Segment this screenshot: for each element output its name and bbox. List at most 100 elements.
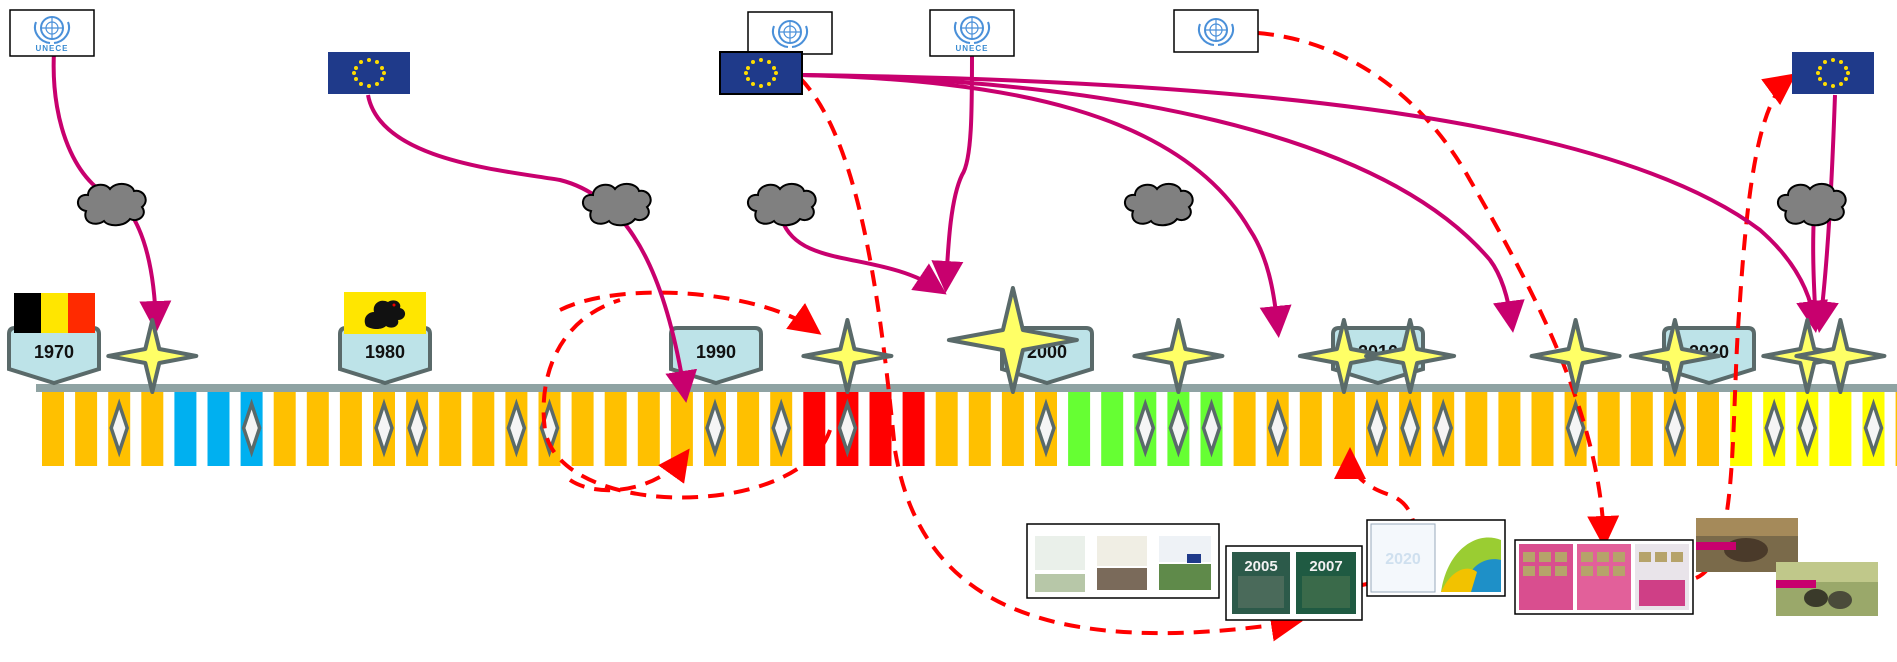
dashed-unece-to-2015-report-arrow xyxy=(1257,31,1620,548)
year-block-1979 xyxy=(339,392,362,466)
year-block-1986 xyxy=(571,392,594,466)
year-block-1998 xyxy=(968,392,991,466)
cloud-icon xyxy=(1123,182,1194,227)
cloud-icon xyxy=(581,182,652,227)
year-block-1970 xyxy=(42,392,64,466)
svg-text:UNECE: UNECE xyxy=(35,44,68,53)
arrow-cloud-2024 xyxy=(1811,214,1818,326)
decade-label: 1980 xyxy=(365,342,405,362)
svg-text:UNECE: UNECE xyxy=(955,44,988,53)
year-block-1987 xyxy=(604,392,627,466)
year-block-1995 xyxy=(869,392,892,466)
diamond-marker-1976 xyxy=(241,398,262,458)
flanders-lion-flag-icon xyxy=(344,292,426,334)
report-cover-2005-2007: 2005 2007 xyxy=(1225,545,1363,621)
diamond-marker-1994 xyxy=(837,398,858,458)
diamond-marker-2004 xyxy=(1168,398,1189,458)
year-block-1982 xyxy=(439,392,462,466)
year-block-1978 xyxy=(306,392,329,466)
star-milestone-1973 xyxy=(106,318,199,394)
diamond-marker-2005 xyxy=(1201,398,1222,458)
diamond-marker-2023 xyxy=(1797,398,1818,458)
year-block-1999 xyxy=(1001,392,1024,466)
cloud-icon xyxy=(1776,182,1847,227)
diamond-marker-1992 xyxy=(771,398,792,458)
dashed-eu-to-2005-report-arrow xyxy=(798,76,1303,642)
year-block-1988 xyxy=(637,392,660,466)
year-block-2006 xyxy=(1233,392,1256,466)
year-block-2014 xyxy=(1498,392,1521,466)
year-block-2026 xyxy=(1895,392,1897,466)
cloud-icon xyxy=(746,182,817,227)
year-block-2013 xyxy=(1465,392,1488,466)
star-milestone-2011 xyxy=(1364,318,1457,394)
year-block-2002 xyxy=(1101,392,1124,466)
year-block-2015 xyxy=(1531,392,1554,466)
un-emblem-logo xyxy=(747,11,833,55)
decade-label: 1990 xyxy=(696,342,736,362)
year-block-2017 xyxy=(1597,392,1620,466)
eu-flag-icon xyxy=(1792,52,1874,94)
year-block-1971 xyxy=(75,392,98,466)
year-block-1993 xyxy=(803,392,826,466)
report-cover-2020: 2020 xyxy=(1366,519,1506,597)
unece-logo: UNECE xyxy=(929,9,1015,57)
timeline-bar xyxy=(36,384,1897,392)
star-milestone-2004 xyxy=(1132,318,1225,394)
diamond-marker-1972 xyxy=(109,398,130,458)
diamond-marker-2003 xyxy=(1135,398,1156,458)
year-block-1996 xyxy=(902,392,925,466)
year-block-1974 xyxy=(174,392,197,466)
diamond-marker-2011 xyxy=(1400,398,1420,458)
cloud-icon xyxy=(76,182,147,227)
decade-tag-1990: 1990 xyxy=(669,326,763,386)
year-block-2020 xyxy=(1697,392,1719,466)
diamond-marker-2022 xyxy=(1764,398,1785,458)
arrow-eu-to-2009 xyxy=(801,73,1292,338)
year-block-1973 xyxy=(141,392,164,466)
report-cover-photo-ducks xyxy=(1776,562,1878,616)
year-block-1989 xyxy=(670,392,693,466)
report-cover-group-1 xyxy=(1026,523,1220,599)
year-block-2021 xyxy=(1730,392,1753,466)
star-milestone-2009 xyxy=(1297,318,1390,394)
dashed-loop-1990-lower-arrow xyxy=(541,298,832,500)
timeline-stars xyxy=(106,286,1887,394)
influence-arrows xyxy=(51,51,1839,403)
timeline-year-blocks xyxy=(42,392,1897,466)
star-milestone-1994 xyxy=(801,318,894,394)
diamond-marker-1984 xyxy=(506,398,527,458)
year-block-1977 xyxy=(273,392,296,466)
diamond-marker-2012 xyxy=(1433,398,1454,458)
decade-tag-1970: 1970 xyxy=(7,326,101,386)
diamond-marker-2000 xyxy=(1036,398,1056,458)
star-milestone-2019 xyxy=(1628,318,1721,394)
pressure-clouds xyxy=(76,182,1847,227)
report-cover-group-2015 xyxy=(1514,539,1694,615)
eu-flag-icon xyxy=(328,52,410,94)
svg-text:2005: 2005 xyxy=(1244,558,1277,575)
eu-flag-icon xyxy=(719,51,803,95)
dashed-loop-1990-arrow xyxy=(559,290,822,335)
diamond-marker-2016 xyxy=(1565,398,1586,458)
svg-text:2007: 2007 xyxy=(1309,558,1342,575)
diamond-marker-1981 xyxy=(407,398,427,458)
arrow-eu-to-2016 xyxy=(801,73,1525,333)
dashed-return-1990-arrow xyxy=(568,448,690,493)
year-block-2001 xyxy=(1068,392,1091,466)
star-milestone-2024 xyxy=(1794,318,1887,394)
year-block-2024 xyxy=(1829,392,1852,466)
arrow-cloud-to-2000 xyxy=(780,219,947,295)
star-milestone-1999 xyxy=(946,286,1079,394)
year-block-2018 xyxy=(1630,392,1653,466)
diamond-marker-2010 xyxy=(1367,398,1387,458)
decade-tag-1980: 1980 xyxy=(338,326,432,386)
decade-label: 1970 xyxy=(34,342,74,362)
un-emblem-logo xyxy=(1173,9,1259,53)
year-block-1997 xyxy=(935,392,958,466)
year-block-1975 xyxy=(207,392,230,466)
diamond-marker-2019 xyxy=(1665,398,1685,458)
unece-logo: UNECE xyxy=(9,9,95,57)
diamond-marker-1980 xyxy=(374,398,394,458)
